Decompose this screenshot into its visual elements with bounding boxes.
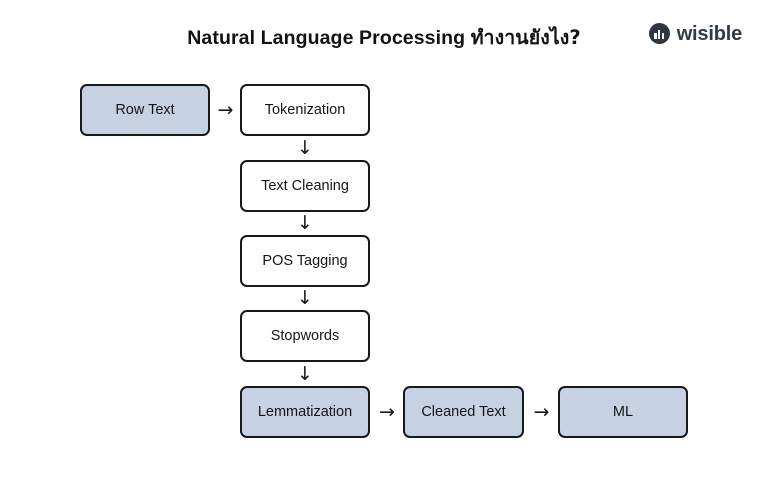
connector-pos-tagging-to-stopwords: ↓ <box>297 286 313 309</box>
page-title: Natural Language Processing ทำงานยังไง? <box>0 22 768 53</box>
node-label: ML <box>612 404 634 420</box>
node-stopwords[interactable]: Stopwords <box>240 310 370 362</box>
logo-bar-1 <box>654 33 657 39</box>
connector-cleaned-text-to-ml: → <box>533 400 550 423</box>
node-row-text[interactable]: Row Text <box>80 84 210 136</box>
logo-bar-2 <box>658 30 661 39</box>
brand-wordmark: wisible <box>676 22 742 45</box>
node-lemmatization[interactable]: Lemmatization <box>240 386 370 438</box>
node-label: Stopwords <box>270 328 340 344</box>
connector-lemmatization-to-cleaned-text: → <box>379 400 395 423</box>
wisible-circle-bars-icon <box>648 23 670 44</box>
connector-row-text-to-tokenization: → <box>217 98 234 121</box>
page-header: Natural Language Processing ทำงานยังไง? … <box>0 0 768 70</box>
logo-bars <box>654 30 664 39</box>
node-label: Lemmatization <box>257 404 353 420</box>
logo-bar-3 <box>661 33 664 39</box>
node-label: Tokenization <box>264 102 346 118</box>
node-label: Cleaned Text <box>421 404 506 420</box>
node-ml[interactable]: ML <box>558 386 688 438</box>
node-tokenization[interactable]: Tokenization <box>240 84 370 136</box>
connector-tokenization-to-text-cleaning: ↓ <box>297 136 313 159</box>
node-text-cleaning[interactable]: Text Cleaning <box>240 160 370 212</box>
connector-text-cleaning-to-pos-tagging: ↓ <box>297 211 313 234</box>
page-title-thai: ทำงานยังไง? <box>470 26 581 49</box>
node-pos-tagging[interactable]: POS Tagging <box>240 235 370 287</box>
node-label: Text Cleaning <box>261 178 349 194</box>
page-title-latin: Natural Language Processing <box>187 27 471 49</box>
brand-logo: wisible <box>648 22 742 45</box>
node-label: POS Tagging <box>262 253 348 269</box>
connector-stopwords-to-lemmatization: ↓ <box>297 362 313 385</box>
node-cleaned-text[interactable]: Cleaned Text <box>403 386 524 438</box>
node-label: Row Text <box>115 102 175 118</box>
